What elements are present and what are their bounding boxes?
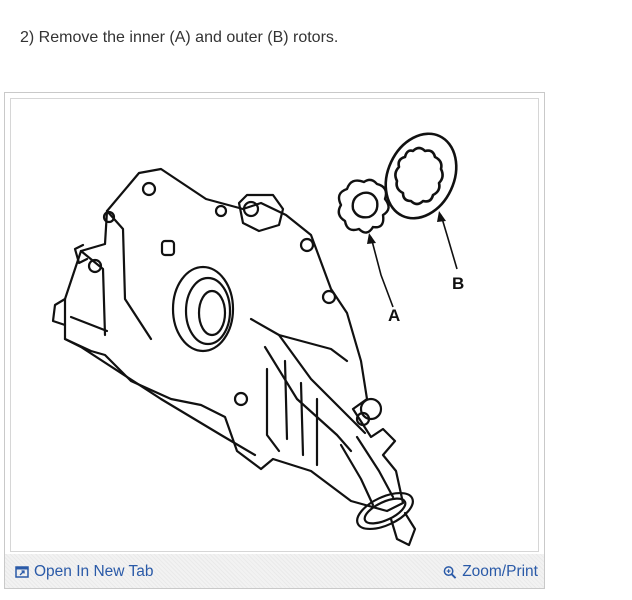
zoom-print-label: Zoom/Print [462,563,538,580]
zoom-print-link[interactable]: Zoom/Print [443,563,538,581]
oil-pump-diagram: A B [51,132,464,547]
open-in-new-tab-label: Open In New Tab [34,563,154,580]
viewer-footer: Open In New Tab Zoom/Print [5,554,544,588]
diagram-area: A B [10,98,539,552]
label-b: B [452,274,464,293]
inner-rotor-a [337,178,390,234]
instruction-text: 2) Remove the inner (A) and outer (B) ro… [20,29,339,46]
zoom-magnifier-icon [443,565,457,579]
label-a: A [388,306,400,325]
image-viewer: A B Open In New Tab Zoom/Print [4,92,545,589]
outer-rotor-b [384,132,458,220]
open-in-new-tab-link[interactable]: Open In New Tab [15,563,153,581]
open-new-tab-icon [15,565,29,579]
